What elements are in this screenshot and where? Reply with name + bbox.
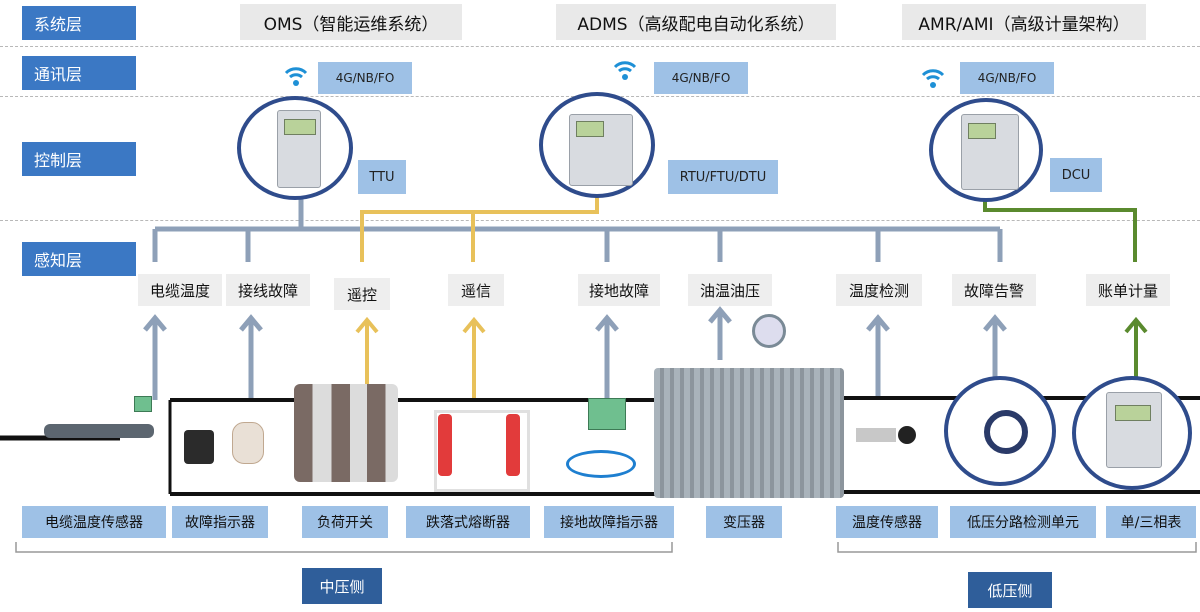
- cable-sensor-box-image: [134, 396, 152, 412]
- device-lv-branch-unit: 低压分路检测单元: [950, 506, 1096, 538]
- comm-label-amr: 4G/NB/FO: [960, 62, 1054, 94]
- drop-fuse-image: [434, 410, 530, 492]
- controller-ttu: TTU: [358, 160, 406, 194]
- device-meter: 单/三相表: [1106, 506, 1196, 538]
- ground-fault-indicator-image: [588, 398, 626, 430]
- layer-comm-label: 通讯层: [34, 65, 83, 84]
- medium-voltage-side-label: 中压侧: [319, 577, 365, 596]
- device-label: 电缆温度传感器: [45, 515, 143, 531]
- comm-label-oms: 4G/NB/FO: [318, 62, 412, 94]
- system-adms: ADMS（高级配电自动化系统）: [556, 4, 836, 40]
- device-label: 单/三相表: [1120, 515, 1182, 531]
- layer-system: 系统层: [22, 6, 136, 40]
- sense-remote-signal: 遥信: [448, 274, 504, 306]
- fault-indicator-image: [184, 430, 214, 464]
- controller-rtu: RTU/FTU/DTU: [668, 160, 778, 194]
- sense-temperature: 温度检测: [836, 274, 922, 306]
- system-amr-label: AMR/AMI（高级计量架构）: [918, 14, 1130, 35]
- separator-system: [0, 46, 1200, 47]
- device-cable-temp-sensor: 电缆温度传感器: [22, 506, 166, 538]
- transformer-gauge-image: [752, 314, 786, 348]
- layer-sensing-label: 感知层: [34, 251, 83, 270]
- comm-label-adms: 4G/NB/FO: [654, 62, 748, 94]
- system-adms-label: ADMS（高级配电自动化系统）: [577, 14, 815, 35]
- system-oms-label: OMS（智能运维系统）: [263, 14, 439, 35]
- temperature-sensor-image: [856, 428, 896, 442]
- device-temp-sensor: 温度传感器: [836, 506, 938, 538]
- rtu-meter-image: [569, 114, 633, 186]
- comm-label-text: 4G/NB/FO: [335, 71, 395, 85]
- low-voltage-side: 低压侧: [968, 572, 1052, 608]
- dcu-device: [929, 98, 1043, 202]
- sense-label: 油温油压: [699, 281, 760, 300]
- drop-fuse-insulator-image: [438, 414, 452, 476]
- device-ground-fault-indicator: 接地故障指示器: [544, 506, 674, 538]
- ground-fault-sensor-ring: [566, 450, 636, 478]
- device-transformer: 变压器: [706, 506, 782, 538]
- sense-label: 接地故障: [588, 281, 649, 300]
- controller-ttu-label: TTU: [369, 169, 395, 185]
- sense-label: 账单计量: [1097, 281, 1158, 300]
- sense-label: 遥控: [346, 285, 377, 304]
- system-amr: AMR/AMI（高级计量架构）: [902, 4, 1146, 40]
- device-label: 负荷开关: [317, 515, 373, 531]
- device-label: 接地故障指示器: [560, 515, 658, 531]
- device-label: 变压器: [723, 515, 765, 531]
- comm-label-text: 4G/NB/FO: [977, 71, 1037, 85]
- medium-voltage-side: 中压侧: [302, 568, 382, 604]
- sense-ground-fault: 接地故障: [578, 274, 660, 306]
- transformer-image: [654, 368, 844, 498]
- fault-indicator-image-2: [232, 422, 264, 464]
- device-drop-fuse: 跌落式熔断器: [406, 506, 530, 538]
- sense-label: 故障告警: [963, 281, 1024, 300]
- cable-sensor-image: [44, 424, 154, 438]
- layer-control-label: 控制层: [34, 151, 83, 170]
- separator-control: [0, 220, 1200, 221]
- wifi-icon: [921, 66, 945, 90]
- controller-dcu-label: DCU: [1061, 167, 1091, 183]
- sense-oil-temp-pressure: 油温油压: [688, 274, 772, 306]
- sense-cable-temp: 电缆温度: [138, 274, 222, 306]
- meter-ring: [1072, 376, 1192, 490]
- sense-remote-control: 遥控: [334, 278, 390, 310]
- comm-label-text: 4G/NB/FO: [671, 71, 731, 85]
- layer-system-label: 系统层: [34, 15, 83, 34]
- ttu-meter-image: [277, 110, 321, 188]
- single-three-phase-meter-image: [1106, 392, 1162, 468]
- device-fault-indicator: 故障指示器: [172, 506, 268, 538]
- rtu-device: [539, 92, 655, 198]
- layer-sensing: 感知层: [22, 242, 136, 276]
- device-load-switch: 负荷开关: [302, 506, 388, 538]
- sense-fault-alarm: 故障告警: [952, 274, 1036, 306]
- wifi-icon: [613, 58, 637, 82]
- device-label: 低压分路检测单元: [967, 515, 1079, 531]
- layer-comm: 通讯层: [22, 56, 136, 90]
- wifi-icon: [284, 64, 308, 88]
- sense-label: 遥信: [460, 281, 491, 300]
- lv-branch-unit-image: [984, 410, 1028, 454]
- drop-fuse-insulator-image-2: [506, 414, 520, 476]
- temperature-sensor-probe-image: [898, 426, 916, 444]
- device-label: 故障指示器: [185, 515, 255, 531]
- sense-label: 电缆温度: [149, 281, 210, 300]
- sense-wiring-fault: 接线故障: [226, 274, 310, 306]
- ttu-device: [237, 96, 353, 200]
- layer-control: 控制层: [22, 142, 136, 176]
- device-label: 温度传感器: [852, 515, 922, 531]
- sense-label: 接线故障: [237, 281, 298, 300]
- controller-rtu-label: RTU/FTU/DTU: [679, 169, 767, 185]
- sense-billing: 账单计量: [1086, 274, 1170, 306]
- lv-branch-unit-ring: [944, 376, 1056, 486]
- system-oms: OMS（智能运维系统）: [240, 4, 462, 40]
- device-label: 跌落式熔断器: [426, 515, 510, 531]
- low-voltage-side-label: 低压侧: [987, 581, 1033, 600]
- sense-label: 温度检测: [848, 281, 909, 300]
- dcu-meter-image: [961, 114, 1019, 190]
- controller-dcu: DCU: [1050, 158, 1102, 192]
- load-switch-image: [294, 384, 398, 482]
